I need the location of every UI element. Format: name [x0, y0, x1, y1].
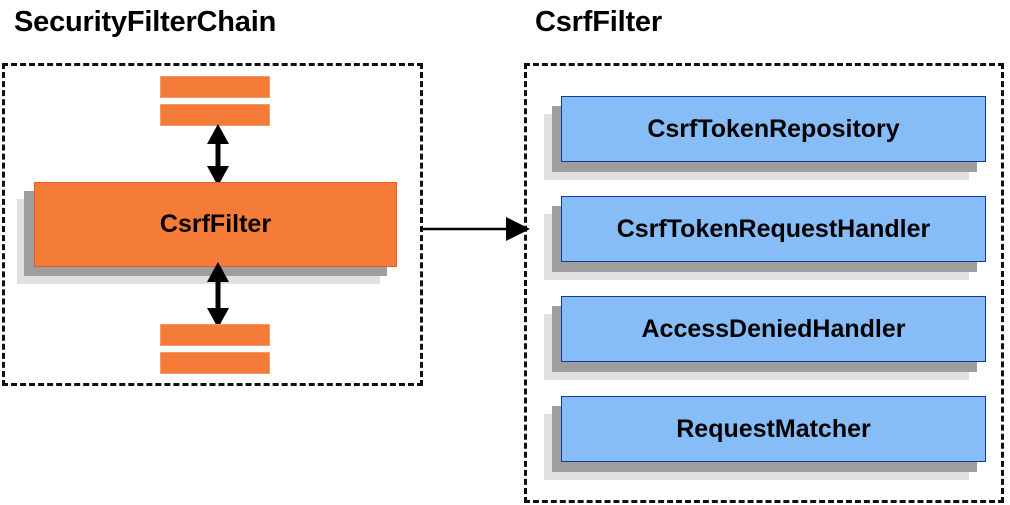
csrf-filter-label: CsrfFilter — [159, 210, 272, 238]
collaborator-label-csrf-token-request-handler: CsrfTokenRequestHandler — [616, 214, 931, 243]
collaborator-face[interactable]: RequestMatcher — [561, 396, 986, 462]
connector-arrow-icon — [420, 217, 530, 241]
panel-title-csrf-filter: CsrfFilter — [535, 6, 662, 38]
collaborator-face[interactable]: CsrfTokenRepository — [561, 96, 986, 162]
filter-bar-below-2 — [160, 352, 270, 374]
collaborator-label-request-matcher: RequestMatcher — [676, 414, 871, 443]
collaborator-face[interactable]: AccessDeniedHandler — [561, 296, 986, 362]
collaborator-label-csrf-token-repository: CsrfTokenRepository — [647, 114, 900, 143]
double-headed-arrow-icon-bottom — [207, 262, 229, 328]
collaborator-block-access-denied-handler[interactable]: AccessDeniedHandler — [544, 296, 1004, 380]
csrf-filter-block[interactable]: CsrfFilter — [17, 182, 414, 284]
filter-bar-below-1 — [160, 324, 270, 346]
collaborator-label-access-denied-handler: AccessDeniedHandler — [641, 314, 906, 343]
collaborator-block-csrf-token-repository[interactable]: CsrfTokenRepository — [544, 96, 1004, 180]
collaborator-face[interactable]: CsrfTokenRequestHandler — [561, 196, 986, 262]
panel-title-security-filter-chain: SecurityFilterChain — [14, 6, 277, 38]
collaborator-block-request-matcher[interactable]: RequestMatcher — [544, 396, 1004, 480]
double-headed-arrow-icon-top — [207, 124, 229, 186]
group-box-security-filter-chain — [2, 63, 423, 386]
filter-bar-above-2 — [160, 104, 270, 126]
csrf-filter-face[interactable]: CsrfFilter — [34, 182, 397, 267]
group-box-csrf-filter — [524, 63, 1004, 503]
filter-bar-above-1 — [160, 76, 270, 98]
collaborator-block-csrf-token-request-handler[interactable]: CsrfTokenRequestHandler — [544, 196, 1004, 280]
